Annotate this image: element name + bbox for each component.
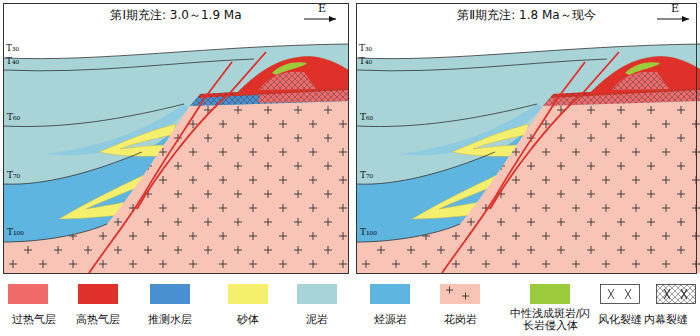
panel-box: 第Ⅱ期充注: 1.8 Ma～现今 [356, 3, 697, 274]
legend-text: 推测水层 [138, 314, 202, 326]
horizon-label: T₄₀ [359, 57, 372, 66]
legend-swatch [440, 284, 480, 304]
horizon-label: T₁₀₀ [7, 228, 24, 237]
legend-text: 风化裂缝 [588, 314, 652, 326]
horizon-label: T₁₀₀ [360, 228, 377, 237]
legend-text: 砂体 [216, 314, 280, 326]
legend-swatch [78, 284, 118, 304]
direction-label: E [318, 3, 326, 14]
panel-2-section [357, 19, 700, 273]
legend-swatch [8, 284, 48, 304]
legend-text: 过热气层 [2, 314, 66, 326]
legend-swatch [297, 284, 337, 304]
legend-text: 高热气层 [66, 314, 130, 326]
legend-swatch [150, 284, 190, 304]
legend-swatch [228, 284, 268, 304]
horizon-label: T₇₀ [7, 171, 20, 180]
horizon-label: T₆₀ [7, 113, 20, 122]
legend-swatch [370, 284, 410, 304]
horizon-label: T₇₀ [360, 171, 373, 180]
legend-text: 烃源岩 [358, 314, 422, 326]
horizon-label: T₄₀ [6, 57, 19, 66]
legend-text: 中性浅成斑岩/闪长岩侵入体 [509, 308, 591, 332]
panel-title-row: 第Ⅰ期充注: 3.0～1.9 Ma [4, 7, 348, 24]
legend-text: 花岗岩 [428, 314, 492, 326]
panel-1-section [4, 19, 348, 273]
panel-title: 第Ⅰ期充注: 3.0～1.9 Ma [110, 8, 241, 22]
horizon-label: T₃₀ [359, 44, 372, 53]
legend-text: 内幕裂缝 [634, 314, 698, 326]
panel-box: 第Ⅰ期充注: 3.0～1.9 Ma [3, 3, 349, 274]
horizon-label: T₃₀ [6, 44, 19, 53]
direction-label: E [671, 3, 679, 14]
panel-title: 第Ⅱ期充注: 1.8 Ma～现今 [457, 8, 595, 22]
legend-text: 泥岩 [285, 314, 349, 326]
panel-title-row: 第Ⅱ期充注: 1.8 Ma～现今 [357, 7, 696, 24]
horizon-label: T₆₀ [360, 113, 373, 122]
inner-crack-symbol [657, 285, 696, 304]
legend-swatch [530, 284, 570, 304]
weathering-crack-symbol [601, 285, 640, 304]
